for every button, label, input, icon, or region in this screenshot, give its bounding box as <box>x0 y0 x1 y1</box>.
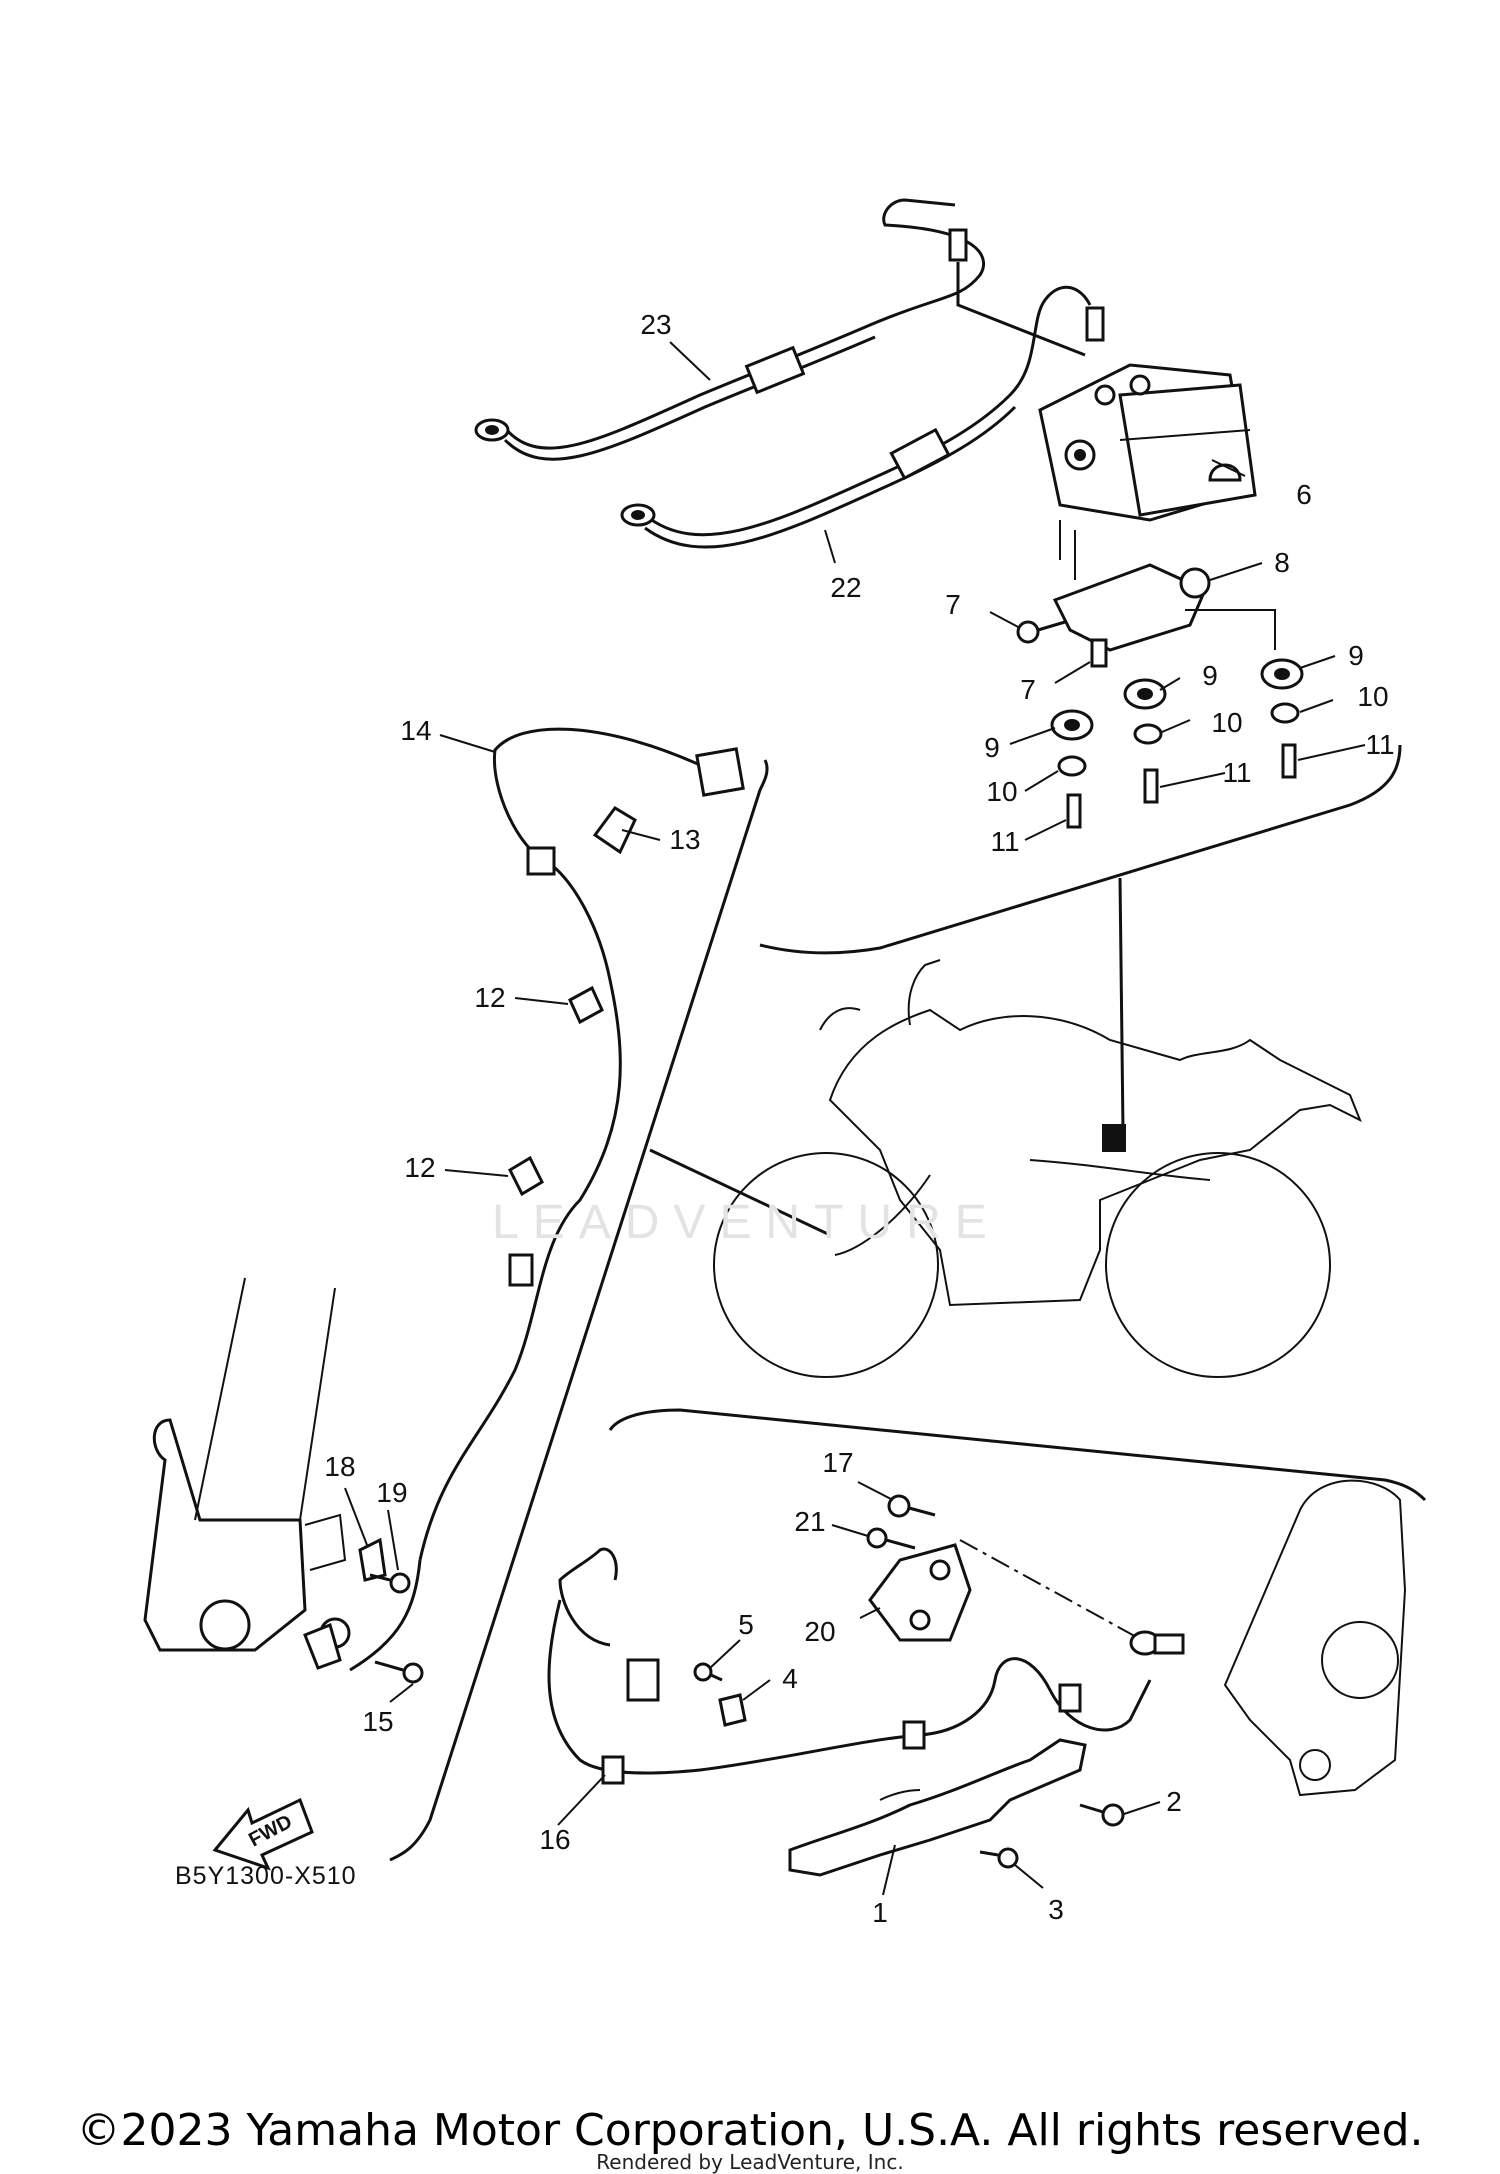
callout-7-lower[interactable]: 7 <box>1020 674 1036 705</box>
grommet-9-a[interactable] <box>1050 709 1094 741</box>
sensor-cover-1[interactable] <box>788 1738 1087 1877</box>
callout-10-left[interactable]: 10 <box>986 776 1018 807</box>
callout-9-middle[interactable]: 9 <box>1202 660 1218 691</box>
clamp-4[interactable] <box>718 1693 747 1727</box>
callout-18[interactable]: 18 <box>324 1451 356 1482</box>
callout-22[interactable]: 22 <box>830 572 862 603</box>
callout-14[interactable]: 14 <box>400 715 432 746</box>
bolt-7-lower[interactable] <box>1090 638 1108 668</box>
callout-9-right[interactable]: 9 <box>1348 640 1364 671</box>
front-fork-outline <box>143 1277 347 1652</box>
callout-3[interactable]: 3 <box>1048 1894 1064 1925</box>
callout-12-lower[interactable]: 12 <box>404 1152 436 1183</box>
bolt-11-a[interactable] <box>1066 793 1082 829</box>
panel-connector-top <box>1118 877 1125 1131</box>
callout-11-left[interactable]: 11 <box>990 826 1020 857</box>
collar-10-a[interactable] <box>1057 755 1087 777</box>
callout-5[interactable]: 5 <box>738 1609 754 1640</box>
grommet-9-c[interactable] <box>1260 658 1304 690</box>
brake-hose-23[interactable] <box>474 198 1086 461</box>
collar-10-b[interactable] <box>1133 723 1163 745</box>
collar-10-c[interactable] <box>1270 702 1300 724</box>
bolt-17[interactable] <box>887 1494 936 1518</box>
clamp-18[interactable] <box>358 1537 387 1582</box>
sensor-lead-16[interactable] <box>547 1547 1152 1785</box>
grommet-9-b[interactable] <box>1123 678 1167 710</box>
callout-12-upper[interactable]: 12 <box>474 982 506 1013</box>
callout-15[interactable]: 15 <box>362 1706 394 1737</box>
leader-lines <box>344 341 1366 1896</box>
diagram-code: B5Y1300-X510 <box>175 1862 357 1890</box>
callout-10-middle[interactable]: 10 <box>1211 707 1243 738</box>
wheel-sensor-front[interactable] <box>303 1617 351 1670</box>
bolt-19[interactable] <box>369 1572 411 1594</box>
callout-8[interactable]: 8 <box>1274 547 1290 578</box>
bolt-11-b[interactable] <box>1143 768 1159 804</box>
bolt-21[interactable] <box>866 1527 916 1550</box>
panel-border-top <box>759 744 1402 955</box>
callout-10-right[interactable]: 10 <box>1357 681 1389 712</box>
bolt-7-upper[interactable] <box>1016 620 1066 644</box>
callout-11-right[interactable]: 11 <box>1365 729 1395 760</box>
rendered-by-text: Rendered by LeadVenture, Inc. <box>596 2150 904 2174</box>
callout-19[interactable]: 19 <box>376 1477 408 1508</box>
watermark: LEADVENTURE <box>492 1196 1001 1249</box>
abs-bracket-8[interactable] <box>1052 520 1276 652</box>
bolt-5[interactable] <box>693 1662 723 1682</box>
clamp-13[interactable] <box>592 806 637 855</box>
callout-6[interactable]: 6 <box>1296 479 1312 510</box>
callout-9-left[interactable]: 9 <box>984 732 1000 763</box>
bolt-11-c[interactable] <box>1281 743 1297 779</box>
bolt-15[interactable] <box>374 1660 424 1684</box>
clamp-12-lower[interactable] <box>508 1155 544 1197</box>
callout-1[interactable]: 1 <box>872 1897 888 1928</box>
abs-hydraulic-unit[interactable] <box>1038 363 1257 522</box>
sensor-lead-14[interactable] <box>349 727 745 1672</box>
motorcycle-outline <box>713 959 1362 1378</box>
callout-2[interactable]: 2 <box>1166 1786 1182 1817</box>
brake-hose-22[interactable] <box>620 285 1105 549</box>
rivet-3[interactable] <box>979 1847 1019 1869</box>
callout-20[interactable]: 20 <box>804 1616 836 1647</box>
callout-23[interactable]: 23 <box>640 309 672 340</box>
rear-caliper-bracket-outline <box>1223 1479 1407 1797</box>
callout-16[interactable]: 16 <box>539 1824 571 1855</box>
callout-7-upper[interactable]: 7 <box>945 589 961 620</box>
callout-4[interactable]: 4 <box>782 1663 798 1694</box>
sensor-bracket-20[interactable] <box>868 1539 1161 1651</box>
fwd-arrow <box>212 1797 314 1871</box>
callout-13[interactable]: 13 <box>669 824 701 855</box>
panel-border-left <box>389 759 769 1862</box>
clamp-12-upper[interactable] <box>568 985 604 1025</box>
callout-11-middle[interactable]: 11 <box>1222 757 1252 788</box>
rear-wheel-sensor[interactable] <box>1129 1630 1185 1656</box>
callout-17[interactable]: 17 <box>822 1447 854 1478</box>
bolt-2[interactable] <box>1079 1803 1125 1827</box>
callout-21[interactable]: 21 <box>794 1506 826 1537</box>
panel-border-bottom <box>608 1408 1427 1502</box>
copyright-text: ©2023 Yamaha Motor Corporation, U.S.A. A… <box>76 2105 1424 2156</box>
